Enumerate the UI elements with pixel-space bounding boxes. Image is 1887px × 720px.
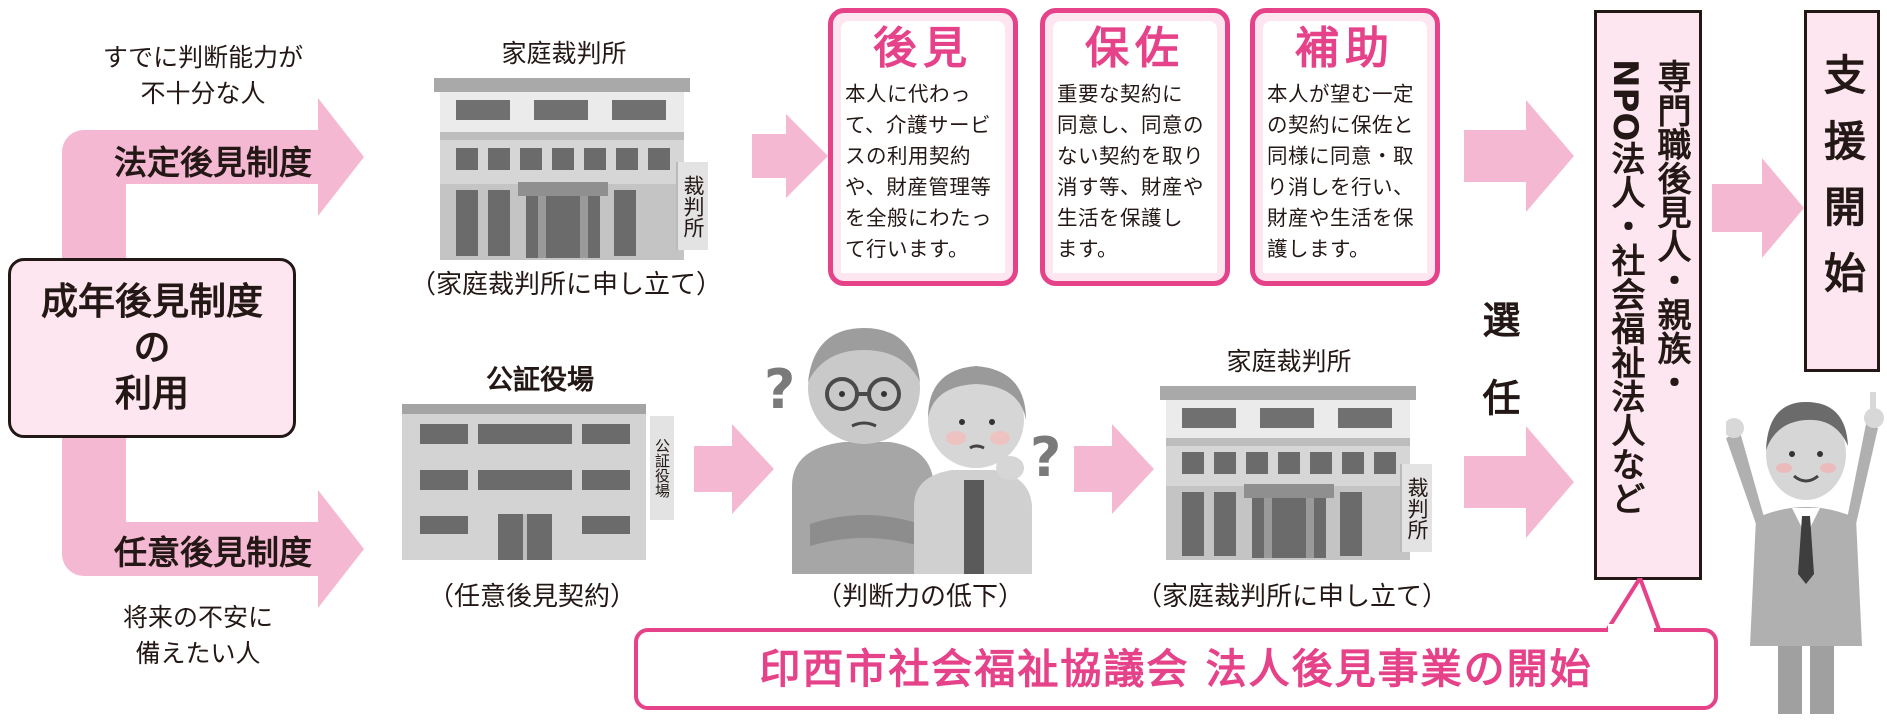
type-card-kouken: 後見 本人に代わっ て、介護サービ スの利用契約 や、財産管理等 を全般にわたっ…	[828, 8, 1018, 286]
guardian-box: 専門職後見人・親族・ NPO法人・社会福祉法人など	[1594, 10, 1702, 580]
arrowhead-top	[318, 98, 364, 216]
type-text-hosa: 重要な契約に 同意し、同意の ない契約を取り 消す等、財産や 生活を保護し ます…	[1053, 77, 1217, 273]
elderly-couple-illustration: ? ?	[764, 328, 1061, 574]
arrow-to-types	[752, 114, 828, 198]
elderly-caption: （判断力の低下）	[815, 582, 1024, 612]
notary-office-icon	[402, 404, 646, 560]
notary-sign: 公証役場	[650, 416, 674, 520]
top-court-sign: 裁判所	[676, 162, 708, 250]
guardian-line1: 専門職後見人・親族・	[1651, 59, 1691, 399]
start-box: 成年後見制度 の 利用	[8, 258, 296, 438]
bottom-court-title: 家庭裁判所	[1226, 347, 1352, 376]
type-card-hojo: 補助 本人が望む一定 の契約に保佐と 同様に同意・取 り消しを行い、 財産や生活…	[1250, 8, 1440, 286]
court-building-icon-2	[1160, 386, 1416, 560]
bottom-court-caption: （家庭裁判所に申し立て）	[1135, 582, 1448, 612]
arrowhead-bottom	[318, 490, 364, 608]
notary-caption: （任意後見契約）	[427, 582, 636, 612]
selection-label: 選任	[1476, 300, 1520, 456]
banner: 印西市社会福祉協議会 法人後見事業の開始	[634, 628, 1718, 710]
arrow-types-to-guardian	[1464, 100, 1574, 212]
support-start-box: 支援開始	[1804, 10, 1880, 372]
arrow-top-band	[62, 130, 320, 184]
start-line3: 利用	[115, 372, 189, 415]
statutory-guardianship-label: 法定後見制度	[114, 143, 312, 182]
bottom-note-line2: 備えたい人	[135, 639, 261, 668]
top-note-line2: 不十分な人	[140, 79, 266, 108]
support-start-text: 支援開始	[1817, 53, 1867, 317]
court-building-icon	[434, 78, 690, 260]
notary-title: 公証役場	[486, 365, 594, 396]
top-note-line1: すでに判断能力が	[102, 43, 304, 72]
type-title-hosa: 保佐	[1053, 21, 1217, 77]
type-title-hojo: 補助	[1263, 21, 1427, 77]
type-text-hojo: 本人が望む一定 の契約に保佐と 同様に同意・取 り消しを行い、 財産や生活を保 …	[1263, 77, 1427, 273]
arrow-elderly-to-court	[1074, 424, 1154, 514]
svg-text:?: ?	[764, 358, 795, 421]
arrow-bottom-band	[62, 522, 320, 576]
type-text-kouken: 本人に代わっ て、介護サービ スの利用契約 や、財産管理等 を全般にわたっ て行…	[841, 77, 1005, 273]
arrow-court-to-guardian	[1464, 426, 1574, 538]
svg-text:?: ?	[1030, 426, 1061, 489]
top-court-caption: （家庭裁判所に申し立て）	[409, 270, 722, 300]
start-line1: 成年後見制度	[41, 280, 263, 323]
bottom-court-sign: 裁判所	[1400, 464, 1432, 552]
businessman-illustration	[1726, 392, 1884, 714]
type-card-hosa: 保佐 重要な契約に 同意し、同意の ない契約を取り 消す等、財産や 生活を保護し…	[1040, 8, 1230, 286]
bottom-note-line1: 将来の不安に	[122, 603, 273, 632]
arrow-to-support-start	[1712, 158, 1804, 258]
start-line2: の	[133, 326, 171, 369]
voluntary-guardianship-label: 任意後見制度	[114, 533, 312, 572]
top-court-title: 家庭裁判所	[501, 39, 627, 68]
type-title-kouken: 後見	[841, 21, 1005, 77]
guardian-line2: NPO法人・社会福祉法人など	[1605, 59, 1645, 516]
arrow-notary-to-elderly	[694, 424, 774, 514]
